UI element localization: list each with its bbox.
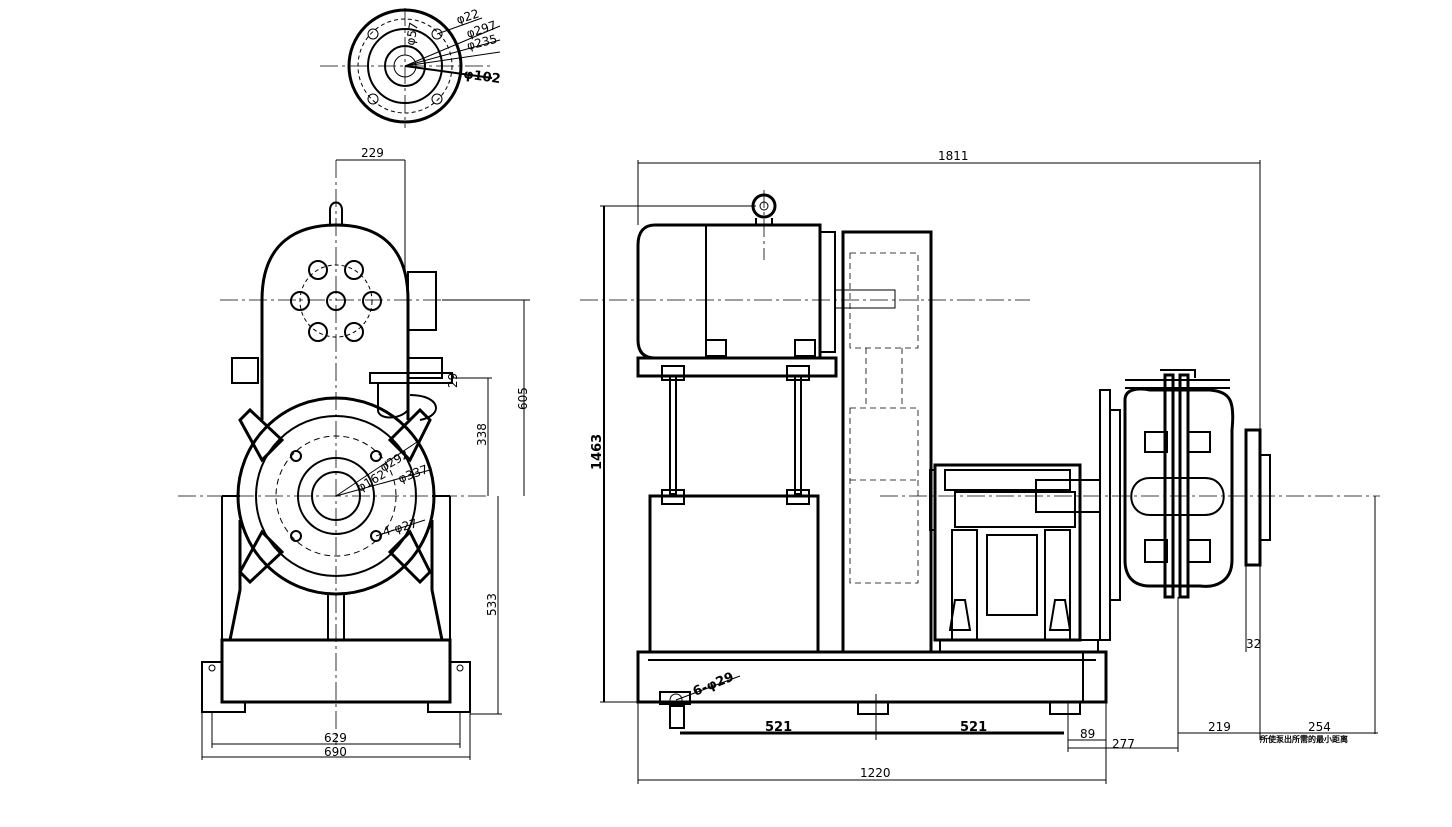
flange-view: φ22 φ297 φ235 φ102 φ57 (320, 6, 501, 128)
dim-1811: 1811 (938, 149, 969, 163)
dim-521-right: 521 (960, 720, 987, 735)
dim-229: 229 (361, 146, 384, 160)
dim-629: 629 (324, 731, 347, 745)
dim-1220: 1220 (860, 766, 891, 780)
dim-533: 533 (485, 593, 499, 616)
dim-605: 605 (516, 387, 530, 410)
dim-521-left: 521 (765, 720, 792, 735)
dim-32: 32 (1246, 637, 1261, 651)
side-view: 6-φ29 1811 1463 521 521 1220 89 277 219 … (580, 149, 1380, 784)
dim-1463: 1463 (590, 434, 605, 470)
dim-690: 690 (324, 745, 347, 759)
dim-254: 254 (1308, 720, 1331, 734)
dim-29: 29 (446, 373, 460, 388)
dim-6-phi29: 6-φ29 (691, 670, 736, 700)
dim-phi102: φ102 (462, 67, 501, 87)
dim-338: 338 (475, 423, 489, 446)
dim-277: 277 (1112, 737, 1135, 751)
min-distance-note: 所使泵出所需的最小距离 (1259, 734, 1348, 744)
front-view: φ162 φ292 φ337 4-φ27 229 605 338 29 533 (178, 146, 530, 760)
dim-phi337: φ337 (396, 462, 430, 486)
dim-89: 89 (1080, 727, 1095, 741)
dim-219: 219 (1208, 720, 1231, 734)
dim-phi22: φ22 (455, 6, 481, 26)
dim-phi57: φ57 (403, 21, 421, 46)
